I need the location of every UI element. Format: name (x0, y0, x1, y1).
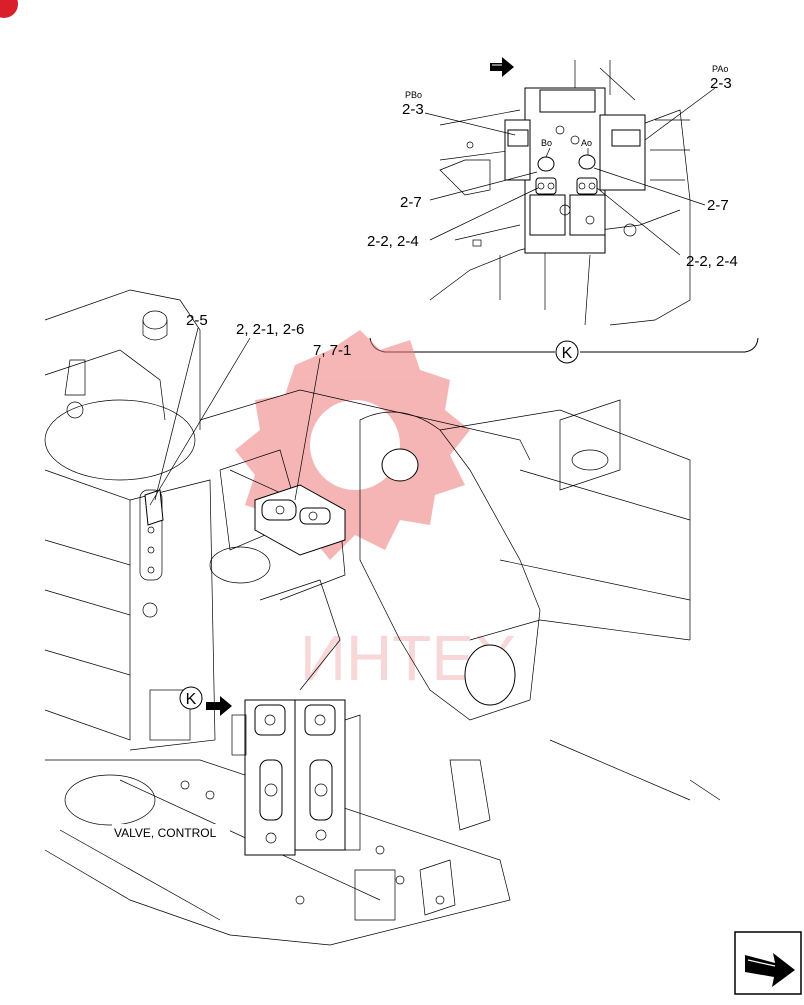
valve-control-label-bg (112, 824, 230, 840)
callout-2-2-2-4-right: 2-2, 2-4 (686, 253, 738, 270)
leader-2-2-1-2-6 (149, 337, 251, 506)
detail-letter-circle (555, 340, 579, 364)
leader-7-7-1 (294, 357, 321, 501)
pbo-port-label: PBo (405, 90, 422, 100)
detail-letter: K (562, 345, 573, 362)
view-marker-circle (179, 686, 203, 710)
callout-2-2-2-4-left: 2-2, 2-4 (367, 233, 419, 250)
corner-badge (0, 0, 18, 18)
view-marker-arrow-icon (206, 696, 232, 716)
callout-2-3-left: 2-3 (402, 101, 424, 118)
valve-control-label: VALVE, CONTROL (114, 826, 217, 840)
pao-port-label: PAo (712, 64, 728, 74)
view-marker-letter: K (186, 691, 197, 708)
callout-2-2-1-2-6: 2, 2-1, 2-6 (236, 321, 304, 338)
callout-2-3-right: 2-3 (710, 75, 732, 92)
callout-2-7-left: 2-7 (400, 194, 422, 211)
leader-2-5 (154, 327, 199, 501)
nav-arrow-icon[interactable] (734, 931, 802, 995)
callout-7-7-1: 7, 7-1 (313, 342, 351, 359)
detail-view-k: PBo 2-3 PAo 2-3 Bo Ao 2-7 2-7 2-2, 2-4 2… (367, 57, 759, 364)
ao-port-label: Ao (581, 138, 592, 148)
bo-port-label: Bo (541, 138, 552, 148)
callout-2-5: 2-5 (186, 312, 208, 329)
callout-2-7-right: 2-7 (707, 197, 729, 214)
view-direction-arrow-icon (490, 57, 514, 77)
machine-frame (44, 289, 721, 946)
